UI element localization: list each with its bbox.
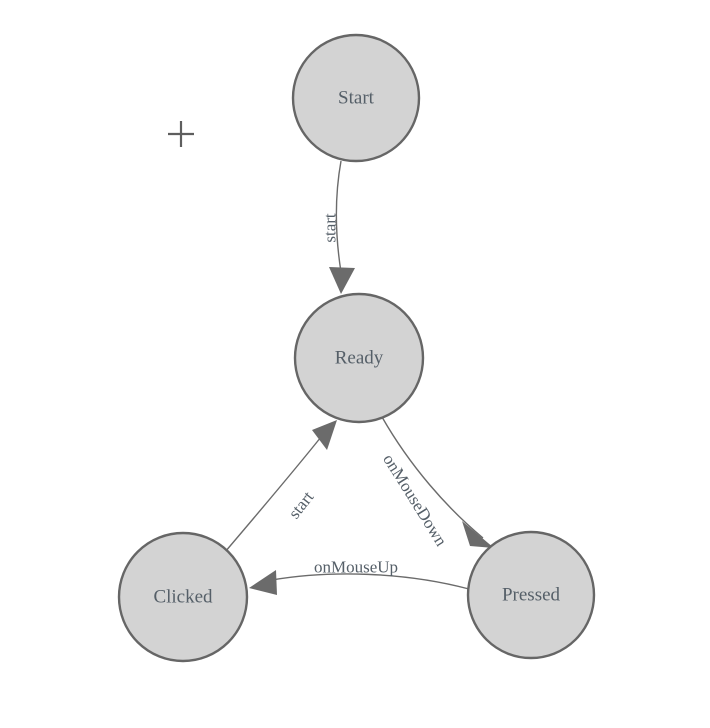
node-clicked[interactable]: Clicked (117, 531, 249, 663)
node-circle-start (291, 33, 421, 163)
edge-pressed-to-clicked[interactable]: onMouseUp (249, 558, 470, 596)
node-label-clicked: Clicked (153, 587, 213, 608)
edge-path-clicked-to-ready (224, 436, 322, 553)
node-label-ready: Ready (335, 348, 384, 369)
arrowhead-into-clicked (249, 570, 277, 595)
edge-label-start-to-ready: start (321, 213, 340, 243)
node-circle-ready (293, 292, 425, 424)
arrowhead-into-ready-bottom (312, 420, 337, 450)
node-ready[interactable]: Ready (293, 292, 425, 424)
node-circle-pressed (466, 530, 596, 660)
node-label-start: Start (338, 88, 375, 109)
edge-label-pressed-to-clicked: onMouseUp (314, 558, 398, 577)
edge-clicked-to-ready[interactable]: start (224, 420, 337, 553)
crosshair-icon (168, 121, 194, 147)
edge-path-ready-to-pressed (381, 416, 484, 539)
edge-label-clicked-to-ready: start (285, 487, 318, 522)
arrowhead-into-ready-top (329, 267, 355, 294)
node-start[interactable]: Start (291, 33, 421, 163)
edge-path-start-to-ready (335, 160, 342, 273)
node-label-pressed: Pressed (502, 585, 561, 606)
edge-path-pressed-to-clicked (271, 573, 470, 590)
edge-start-to-ready[interactable]: start (321, 160, 356, 294)
edge-label-ready-to-pressed: onMouseDown (379, 451, 451, 550)
node-circle-clicked (117, 531, 249, 663)
edge-ready-to-pressed[interactable]: onMouseDown (379, 416, 494, 550)
node-pressed[interactable]: Pressed (466, 530, 596, 660)
arrowhead-into-pressed (462, 521, 494, 548)
